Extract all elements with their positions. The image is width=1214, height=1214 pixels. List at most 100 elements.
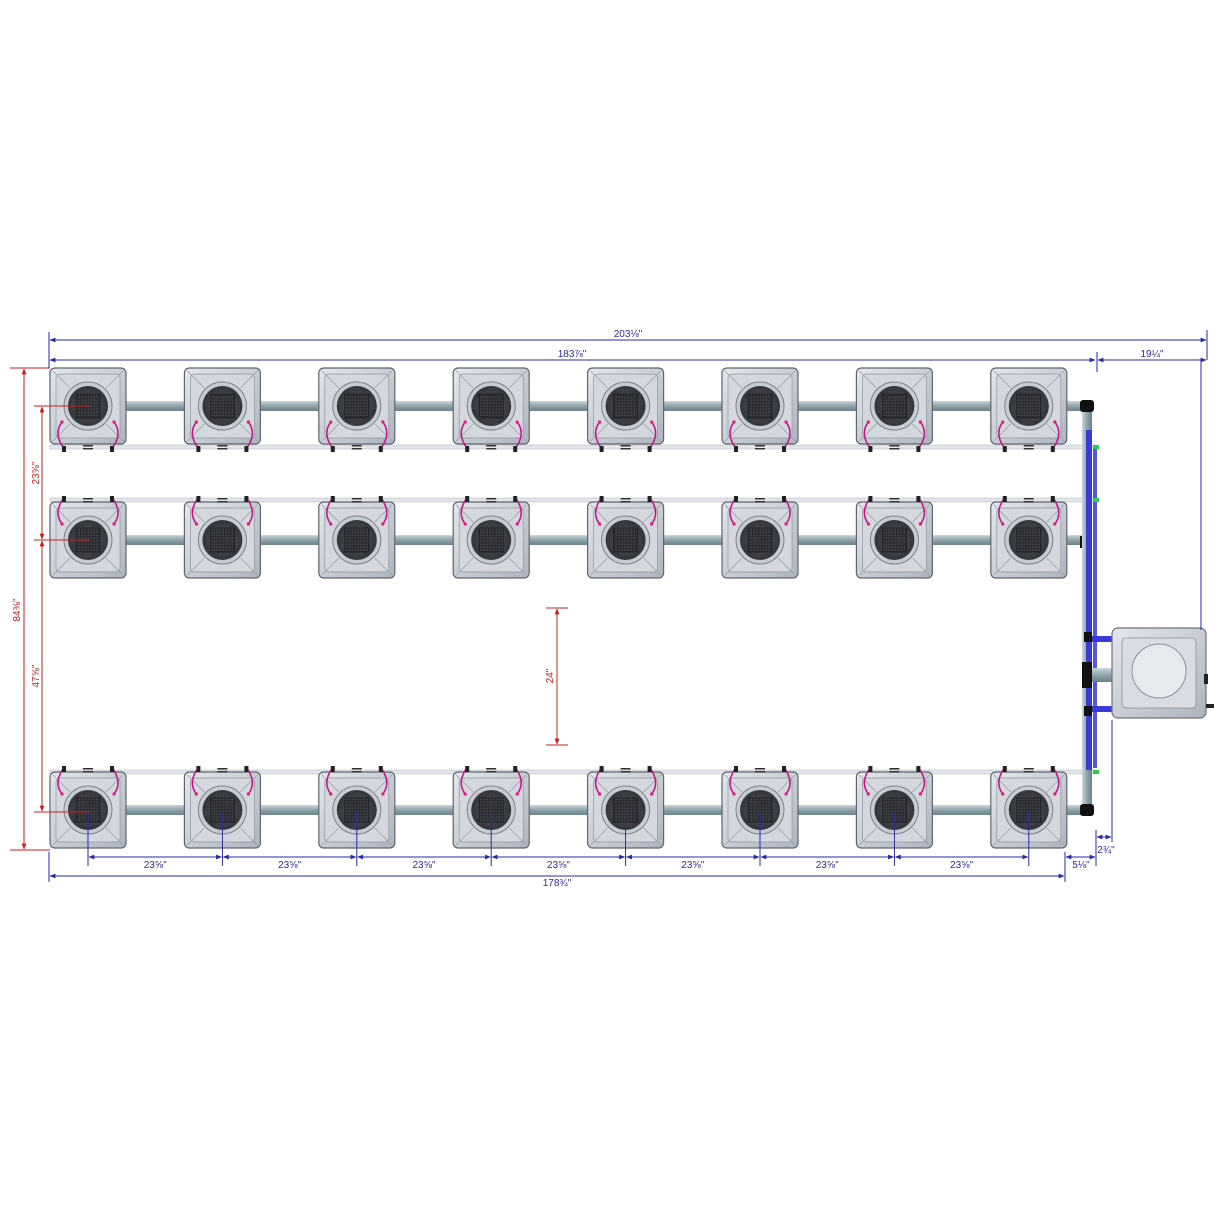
manifold — [1082, 430, 1112, 774]
valve-marker — [1093, 498, 1099, 502]
pot-corner — [321, 504, 340, 523]
pot-module — [721, 766, 799, 849]
hose-emitter — [650, 420, 654, 424]
pot-corner — [240, 827, 258, 846]
clip-bar — [755, 501, 765, 503]
hose-emitter — [381, 522, 385, 526]
pot-corner — [1046, 504, 1065, 523]
clip-bar — [889, 501, 900, 503]
pot-corner — [508, 423, 527, 442]
hose-emitter — [463, 522, 467, 526]
hose-emitter — [60, 420, 64, 424]
clip-bar — [620, 768, 631, 770]
hose-emitter — [463, 792, 467, 796]
pot-corner — [1046, 774, 1065, 793]
pot-corner — [321, 370, 340, 389]
pot-corner — [105, 423, 124, 442]
hose-emitter — [246, 792, 250, 796]
pot-corner — [590, 557, 608, 576]
pot-corner — [643, 827, 661, 846]
net-pot — [613, 527, 638, 553]
clip-bar — [351, 771, 362, 773]
net-pot — [747, 527, 773, 553]
pot-corner — [508, 557, 527, 576]
clip-bar — [889, 771, 900, 773]
hose-emitter — [918, 420, 923, 424]
clip-bar — [1023, 498, 1034, 500]
hose-emitter — [918, 522, 923, 526]
hose-emitter — [329, 522, 333, 526]
pot-corner — [105, 370, 124, 389]
clip-bar — [755, 498, 765, 500]
net-pot — [478, 393, 504, 419]
clip-bar — [486, 771, 497, 773]
clip-bar — [1023, 448, 1034, 450]
hose-emitter — [246, 522, 250, 526]
net-pot — [613, 797, 638, 823]
hose-clip — [62, 766, 66, 772]
pot-corner — [187, 370, 205, 389]
pot-module — [990, 766, 1068, 849]
net-pot — [209, 393, 235, 419]
clip-bar — [1023, 768, 1034, 770]
clip-bar — [889, 498, 900, 500]
pot-corner — [374, 504, 393, 523]
hose-emitter — [866, 420, 871, 424]
pot-corner — [993, 423, 1012, 442]
pot-corner — [187, 827, 205, 846]
hose-clip — [196, 446, 201, 452]
hose-clip — [868, 446, 873, 452]
dim-label-manifold-gap: 2¾" — [1097, 845, 1115, 856]
pot-corner — [374, 827, 393, 846]
pot-corner — [374, 557, 393, 576]
hose-clip — [378, 496, 383, 502]
pot-corner — [724, 827, 743, 846]
pot-corner — [52, 774, 71, 793]
hose-emitter — [194, 420, 198, 424]
dim-label-pot-spacing: 23⅝" — [681, 860, 704, 871]
dim-label-bottom-total: 178¾" — [543, 878, 572, 889]
net-pot — [882, 393, 907, 419]
clip-bar — [83, 501, 93, 503]
dim-label-pot-spacing: 23⅝" — [412, 860, 435, 871]
hose-clip — [1002, 766, 1007, 772]
pot-module — [990, 367, 1068, 452]
hose-emitter — [598, 420, 602, 424]
pot-corner — [240, 370, 258, 389]
clip-bar — [1023, 771, 1034, 773]
pump-connector — [1092, 668, 1112, 682]
pot-module — [855, 766, 934, 849]
pot-corner — [455, 774, 474, 793]
pot-corner — [643, 423, 661, 442]
hose-emitter — [650, 522, 654, 526]
hose-emitter — [1053, 792, 1057, 796]
hose-clip — [244, 766, 249, 772]
net-pot — [882, 527, 907, 553]
hose-emitter — [194, 792, 198, 796]
clip-bar — [486, 498, 497, 500]
hose-clip — [782, 496, 786, 502]
hose-clip — [1002, 446, 1007, 452]
dim-label-row-spacing: 23⅝" — [31, 461, 42, 484]
pot-corner — [643, 504, 661, 523]
pot-corner — [52, 557, 71, 576]
dim-label-pot-spacing: 23⅝" — [547, 860, 570, 871]
clip-bar — [351, 768, 362, 770]
hose-clip — [513, 496, 518, 502]
pot-corner — [1046, 827, 1065, 846]
pot-corner — [859, 504, 877, 523]
pot-corner — [643, 557, 661, 576]
reservoir-hatch — [1131, 643, 1187, 699]
pot-corner — [590, 827, 608, 846]
clip-bar — [486, 448, 497, 450]
clip-bar — [351, 448, 362, 450]
net-pot — [344, 393, 370, 419]
hose-emitter — [515, 420, 519, 424]
hose-clip — [868, 766, 873, 772]
hose-emitter — [1053, 420, 1057, 424]
hose-clip — [110, 766, 114, 772]
pot-corner — [912, 827, 930, 846]
pot-corner — [321, 774, 340, 793]
pot-corner — [52, 423, 71, 442]
